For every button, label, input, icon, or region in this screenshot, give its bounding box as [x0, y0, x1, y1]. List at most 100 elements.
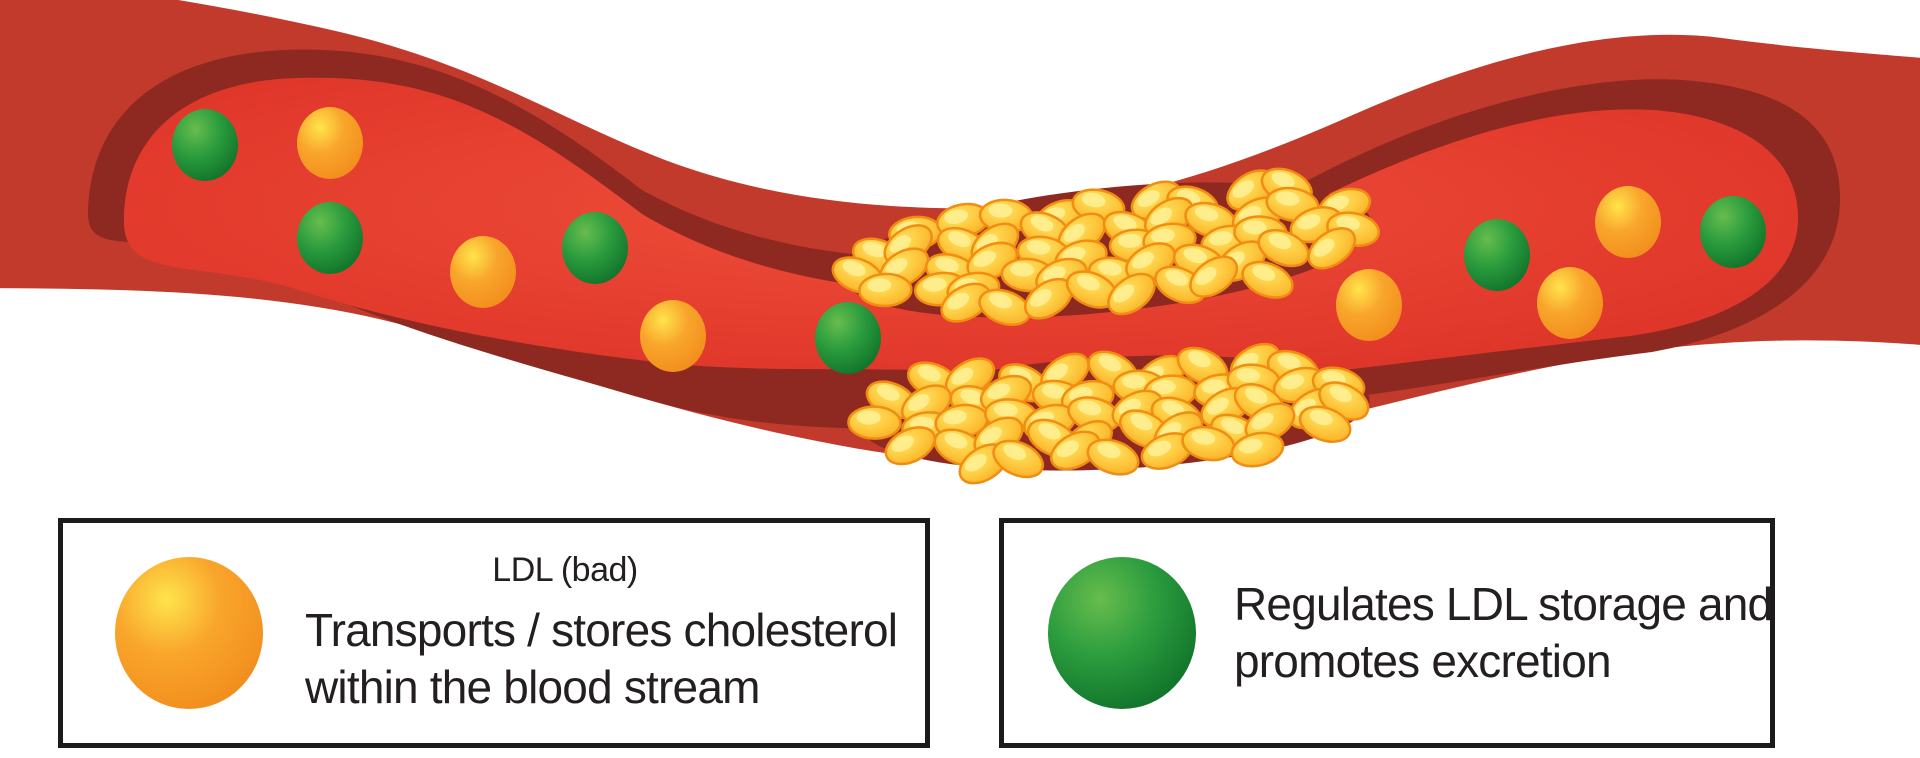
ldl-particle	[1595, 186, 1661, 258]
plaque-blob-highlight	[1081, 192, 1106, 208]
plaque-blob-highlight	[1251, 412, 1274, 430]
plaque-blob-highlight	[1076, 274, 1100, 291]
plaque-blob-highlight	[1238, 438, 1263, 454]
ldl-sphere-icon	[115, 557, 263, 709]
ldl-particle	[450, 236, 516, 308]
ldl-particle	[1336, 269, 1402, 341]
plaque-blob-highlight	[979, 427, 1002, 445]
plaque-blob-highlight	[1191, 430, 1216, 445]
plaque-blob-highlight	[944, 432, 968, 449]
plaque-blob-highlight	[1221, 417, 1244, 435]
plaque-blob-highlight	[885, 257, 908, 276]
plaque-blob-highlight	[942, 410, 967, 425]
legend-ldl-title: LDL (bad)	[492, 551, 638, 589]
plaque-blob-highlight	[1236, 368, 1261, 383]
legend-ldl-line-2: within the blood stream	[305, 661, 760, 713]
plaque-blob-highlight	[1245, 387, 1268, 404]
plaque-blob-highlight	[1275, 191, 1300, 206]
plaque-blob-highlight	[1131, 252, 1155, 269]
plaque-blob-highlight	[1113, 284, 1135, 303]
plaque-blob-highlight	[964, 454, 987, 472]
plaque-blob-highlight	[988, 203, 1013, 218]
hdl-particle	[297, 202, 363, 274]
plaque-blob-highlight	[1122, 374, 1146, 389]
plaque-blob-highlight	[1280, 374, 1305, 390]
plaque-blob-highlight	[1206, 397, 1229, 415]
plaque-blob-highlight	[876, 384, 900, 401]
hdl-particle	[562, 212, 628, 284]
plaque-blob-highlight	[1252, 265, 1276, 281]
plaque-blob-highlight	[1137, 190, 1160, 207]
plaque-blob-highlight	[862, 241, 886, 258]
plaque-blob-highlight	[1030, 289, 1052, 307]
plaque-blob-highlight	[973, 250, 996, 267]
plaque-blob-highlight	[1130, 413, 1153, 431]
plaque-blob-highlight	[1309, 409, 1333, 426]
legend-ldl-line-1: Transports / stores cholesterol	[305, 604, 898, 656]
plaque-blob-highlight	[1183, 247, 1207, 264]
plaque-blob-highlight	[907, 394, 930, 412]
plaque-blob-highlight	[1297, 214, 1321, 230]
plaque-blob-highlight	[1026, 240, 1051, 255]
ldl-particle	[1537, 267, 1603, 339]
plaque-blob-highlight	[944, 209, 969, 224]
plaque-blob-highlight	[1147, 440, 1171, 457]
plaque-blob-highlight	[1010, 262, 1035, 277]
plaque-blob-highlight	[867, 278, 892, 293]
plaque-blob-highlight	[1313, 238, 1335, 257]
plaque-blob-highlight	[1117, 233, 1142, 248]
plaque-blob-highlight	[1268, 233, 1292, 250]
plaque-blob-highlight	[1098, 260, 1122, 276]
plaque-blob-highlight	[1195, 267, 1217, 286]
plaque-blob-highlight	[1277, 354, 1301, 370]
legend-hdl-line-1: Regulates LDL storage and	[1234, 578, 1773, 630]
plaque-blob-highlight	[1003, 443, 1027, 460]
plaque-blob-highlight	[1329, 385, 1352, 403]
plaque-blob-highlight	[935, 257, 959, 273]
plaque-blob-highlight	[891, 435, 914, 452]
plaque-blob-highlight	[989, 292, 1013, 309]
hdl-particle	[815, 302, 881, 374]
plaque-blob-highlight	[947, 292, 970, 310]
plaque-blob-highlight	[1046, 363, 1068, 382]
plaque-blob-highlight	[951, 367, 974, 385]
plaque-blob-highlight	[1041, 384, 1066, 399]
plaque-blob-highlight	[842, 260, 866, 277]
plaque-layer	[831, 167, 1381, 485]
plaque-blob-highlight	[1336, 215, 1360, 231]
plaque-blob-highlight	[960, 389, 984, 405]
plaque-blob-highlight	[922, 277, 947, 292]
legend-hdl-line-2: promotes excretion	[1234, 635, 1612, 687]
plaque-blob-highlight	[856, 410, 881, 425]
plaque-blob-highlight	[947, 231, 971, 248]
plaque-blob-highlight	[917, 365, 941, 382]
plaque-blob-highlight	[987, 383, 1011, 400]
plaque-blob-highlight	[1098, 354, 1122, 372]
plaque-blob-highlight	[1161, 400, 1185, 417]
plaque-blob-highlight	[1201, 379, 1226, 394]
hdl-particle	[1464, 219, 1530, 291]
plaque-blob-highlight	[1187, 350, 1211, 368]
plaque-blob-highlight	[1056, 440, 1079, 458]
plaque-blob-highlight	[1165, 269, 1189, 286]
plaque-cluster	[831, 167, 1381, 326]
legend-box-hdl: Regulates LDL storage and promotes excre…	[999, 518, 1775, 748]
plaque-blob-highlight	[1150, 207, 1173, 226]
plaque-blob-highlight	[1077, 400, 1102, 416]
plaque-blob-highlight	[1042, 266, 1066, 282]
hdl-particle	[172, 109, 238, 181]
ldl-particle	[640, 300, 706, 372]
plaque-blob-highlight	[1150, 228, 1175, 243]
plaque-blob-highlight	[1208, 231, 1233, 246]
plaque-blob-highlight	[1194, 205, 1219, 222]
plaque-blob-highlight	[1271, 171, 1295, 188]
plaque-cluster	[847, 342, 1370, 485]
plaque-blob-highlight	[1097, 442, 1121, 459]
plaque-blob-highlight	[993, 402, 1018, 417]
plaque-blob-highlight	[1030, 215, 1054, 232]
particle-layer	[172, 107, 1766, 374]
plaque-blob-highlight	[1232, 180, 1255, 198]
plaque-blob-highlight	[1063, 224, 1085, 243]
